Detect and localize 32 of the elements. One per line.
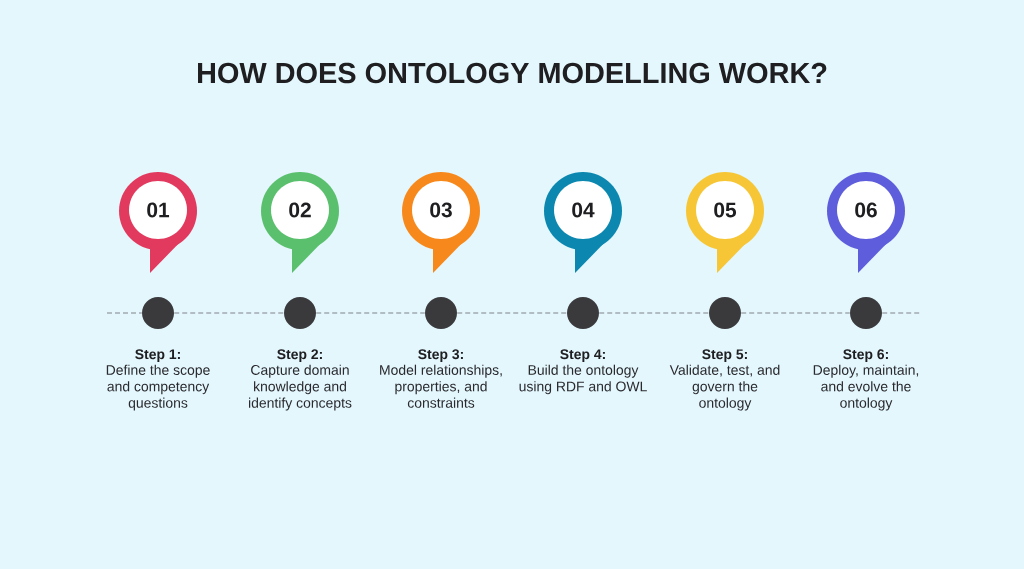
step-description: Build the ontology using RDF and OWL	[519, 364, 647, 395]
timeline-line	[740, 312, 851, 314]
step-description: Capture domain knowledge and identify concepts	[249, 364, 352, 411]
location-pin: 03	[402, 172, 480, 273]
step-heading: Step 1:	[135, 349, 180, 362]
timeline-line	[456, 312, 568, 314]
step-heading: Step 2:	[277, 349, 322, 362]
timeline-line	[173, 312, 285, 314]
step-heading: Step 5:	[702, 349, 747, 362]
timeline-line	[315, 312, 426, 314]
location-pin: 06	[827, 172, 905, 273]
location-pin: 02	[261, 172, 339, 273]
location-pin: 05	[686, 172, 764, 273]
step-description: Define the scope and competency questions	[106, 364, 210, 411]
step-description: Deploy, maintain, and evolve the ontology	[813, 364, 919, 411]
timeline-line	[106, 312, 143, 314]
location-pin: 04	[544, 172, 622, 273]
step-description: Validate, test, and govern the ontology	[669, 364, 780, 411]
timeline-dot	[567, 297, 599, 329]
timeline-dot	[850, 297, 882, 329]
title: HOW DOES ONTOLOGY MODELLING WORK?	[198, 62, 827, 84]
step-heading: Step 4:	[560, 349, 605, 362]
timeline-dot	[425, 297, 457, 329]
timeline-dot	[142, 297, 174, 329]
timeline-line	[881, 312, 922, 314]
step-heading: Step 3:	[418, 349, 463, 362]
timeline-dot	[709, 297, 741, 329]
location-pin: 01	[119, 172, 197, 273]
step-description: Model relationships, properties, and constraints	[380, 364, 502, 408]
step-heading: Step 6:	[843, 349, 888, 362]
timeline-line	[598, 312, 710, 314]
timeline-dot	[284, 297, 316, 329]
